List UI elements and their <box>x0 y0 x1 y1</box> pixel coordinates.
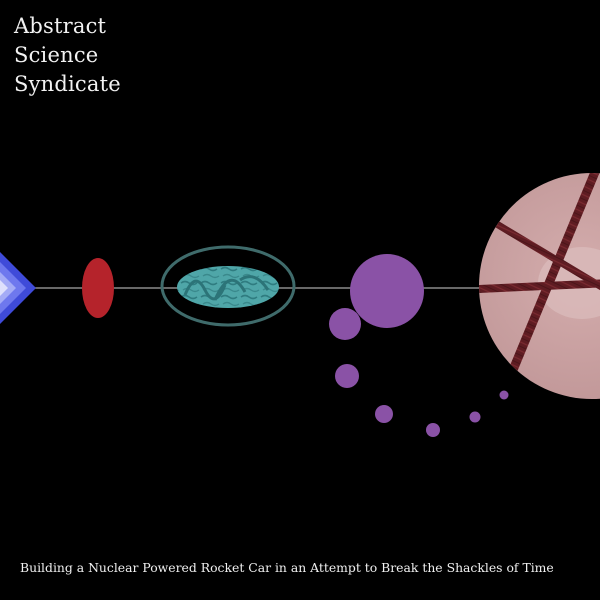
album-title: Building a Nuclear Powered Rocket Car in… <box>20 560 554 575</box>
purple-moon-3 <box>375 405 393 423</box>
band-name-line-2: Science <box>14 43 99 67</box>
band-name: Abstract Science Syndicate <box>14 12 121 99</box>
purple-moon-1 <box>329 308 361 340</box>
gas-giant <box>479 173 600 399</box>
band-name-line-3: Syndicate <box>14 72 121 96</box>
purple-moon-4 <box>426 423 440 437</box>
earth-planet <box>177 266 279 308</box>
purple-planet <box>350 254 424 328</box>
red-planet <box>82 258 114 318</box>
sun-shape <box>0 252 36 324</box>
purple-moon-2 <box>335 364 359 388</box>
band-name-line-1: Abstract <box>14 14 107 38</box>
earth-orbit-ring <box>160 245 296 327</box>
purple-moon-6 <box>499 390 509 400</box>
purple-moon-5 <box>469 411 481 423</box>
